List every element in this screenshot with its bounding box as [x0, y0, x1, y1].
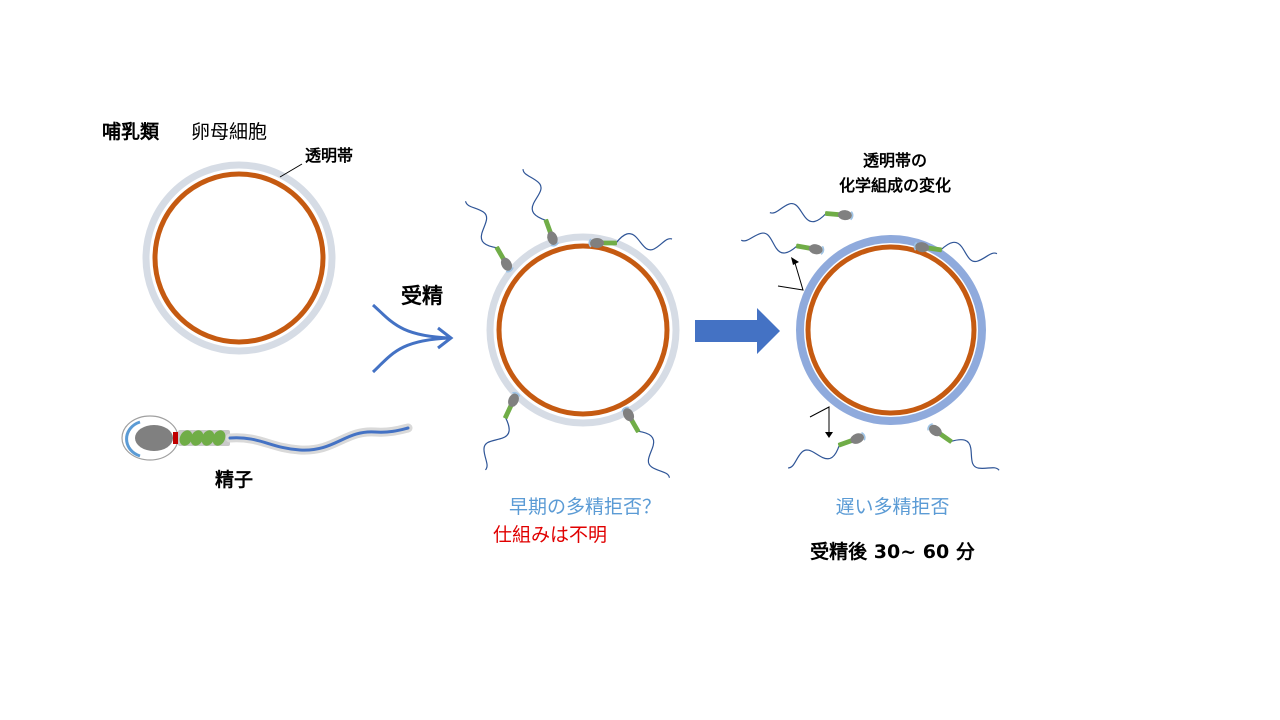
small-sperm — [474, 389, 527, 473]
fertilization-merge-arrow — [371, 303, 454, 374]
label-slow-block: 遅い多精拒否 — [835, 496, 950, 518]
oocyte-fertilization — [486, 233, 680, 427]
zona-leader-line — [279, 163, 303, 178]
small-sperm — [924, 417, 1003, 480]
small-sperm — [783, 428, 869, 474]
small-sperm — [739, 228, 826, 261]
progression-arrow — [695, 308, 780, 354]
label-zona: 透明帯 — [305, 146, 354, 165]
small-sperm — [768, 200, 855, 226]
small-sperm — [517, 164, 563, 250]
label-zona-change-1: 透明帯の — [862, 151, 927, 170]
title-mammal: 哺乳類 — [102, 121, 160, 143]
small-sperm — [460, 195, 518, 277]
oocyte-unfertilized — [142, 161, 336, 355]
repulsion-arrows — [777, 257, 833, 438]
sperm-neck — [173, 432, 178, 444]
zona-pellucida-ring — [486, 233, 680, 427]
zona-pellucida-ring-modified — [796, 235, 986, 425]
oocyte-slow-block — [796, 235, 986, 425]
label-sperm: 精子 — [215, 469, 254, 491]
oocyte-membrane — [805, 244, 977, 416]
sperm-tail — [228, 426, 410, 452]
title-oocyte: 卵母細胞 — [191, 121, 268, 143]
small-sperm — [617, 402, 675, 484]
label-time-after: 受精後 30~ 60 分 — [810, 541, 975, 563]
label-mechanism-unknown: 仕組みは不明 — [492, 524, 607, 546]
oocyte-membrane — [496, 243, 670, 417]
label-early-block: 早期の多精拒否？ — [508, 496, 661, 518]
oocyte-membrane — [152, 171, 326, 345]
label-fertilization: 受精 — [401, 284, 443, 308]
label-zona-change-2: 化学組成の変化 — [838, 176, 951, 195]
sperm-head — [135, 425, 173, 451]
zona-pellucida-ring — [142, 161, 336, 355]
sperm-large — [121, 415, 413, 461]
